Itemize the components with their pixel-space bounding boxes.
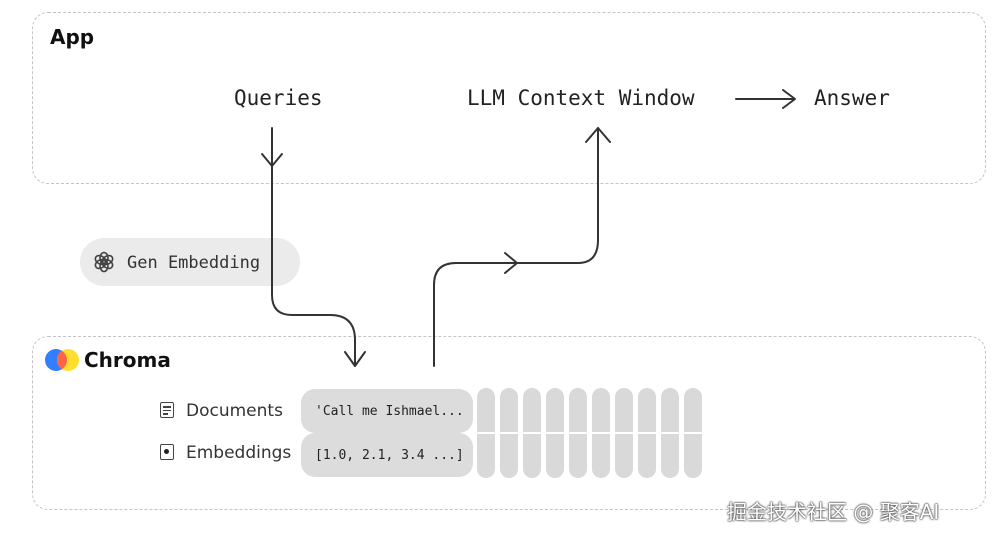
storage-columns	[477, 388, 707, 480]
embedding-icon	[160, 444, 174, 460]
storage-column	[592, 388, 610, 478]
embeddings-label: Embeddings	[186, 443, 292, 463]
documents-label: Documents	[186, 401, 283, 421]
storage-column	[684, 388, 702, 478]
embedding-value-cell: [1.0, 2.1, 3.4 ...]	[301, 433, 473, 477]
storage-column	[546, 388, 564, 478]
mid-arrowhead	[504, 252, 518, 274]
openai-logo-icon	[94, 251, 114, 273]
llm-context-window-label: LLM Context Window	[467, 86, 695, 110]
chroma-logo-icon	[45, 349, 79, 371]
storage-column	[661, 388, 679, 478]
storage-column	[569, 388, 587, 478]
watermark: 掘金技术社区 @ 聚客AI	[727, 500, 940, 524]
chroma-title: Chroma	[84, 348, 171, 372]
document-value-cell: 'Call me Ishmael...	[301, 389, 473, 433]
gen-embedding-label: Gen Embedding	[127, 253, 261, 273]
gen-embedding-pill: Gen Embedding	[80, 238, 300, 286]
app-title: App	[50, 25, 95, 49]
document-icon	[160, 402, 174, 418]
answer-label: Answer	[814, 86, 890, 110]
storage-column	[523, 388, 541, 478]
storage-column	[477, 388, 495, 478]
storage-column	[615, 388, 633, 478]
queries-label: Queries	[234, 86, 323, 110]
storage-column	[500, 388, 518, 478]
storage-column	[638, 388, 656, 478]
